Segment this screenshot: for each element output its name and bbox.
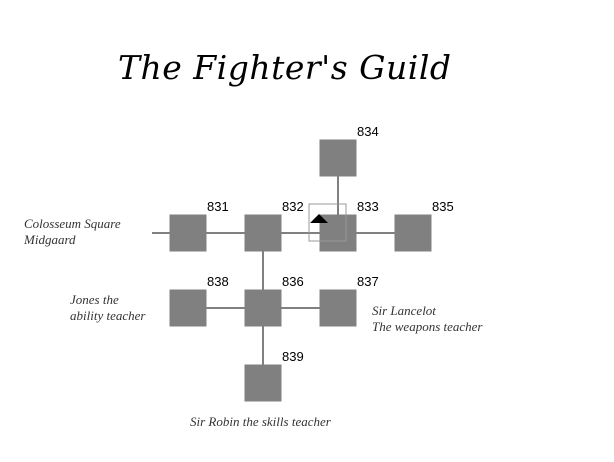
room-squares: [169, 139, 432, 402]
map-title: The Fighter's Guild: [118, 48, 452, 87]
room-number-834: 834: [357, 124, 379, 139]
room-number-832: 832: [282, 199, 304, 214]
room-832[interactable]: [244, 214, 282, 252]
player-arrow-icon: [310, 214, 328, 223]
room-835[interactable]: [394, 214, 432, 252]
room-831[interactable]: [169, 214, 207, 252]
room-837[interactable]: [319, 289, 357, 327]
room-834[interactable]: [319, 139, 357, 177]
jones-line1: Jones the: [70, 292, 119, 307]
colosseum-exit-label: Colosseum Square Midgaard: [24, 216, 121, 248]
room-number-831: 831: [207, 199, 229, 214]
room-838[interactable]: [169, 289, 207, 327]
robin-label: Sir Robin the skills teacher: [190, 414, 331, 430]
lancelot-line1: Sir Lancelot: [372, 303, 436, 318]
room-839[interactable]: [244, 364, 282, 402]
room-836[interactable]: [244, 289, 282, 327]
current-room-marker: [308, 203, 347, 242]
jones-label: Jones the ability teacher: [70, 292, 145, 324]
robin-line1: Sir Robin the skills teacher: [190, 414, 331, 429]
room-number-833: 833: [357, 199, 379, 214]
jones-line2: ability teacher: [70, 308, 146, 323]
room-number-835: 835: [432, 199, 454, 214]
lancelot-line2: The weapons teacher: [372, 319, 483, 334]
current-room-outline: [308, 203, 347, 242]
room-number-838: 838: [207, 274, 229, 289]
colosseum-exit-line1: Colosseum Square: [24, 216, 121, 231]
room-number-839: 839: [282, 349, 304, 364]
colosseum-exit-line2: Midgaard: [24, 232, 76, 247]
room-number-836: 836: [282, 274, 304, 289]
room-number-837: 837: [357, 274, 379, 289]
lancelot-label: Sir Lancelot The weapons teacher: [372, 303, 482, 335]
